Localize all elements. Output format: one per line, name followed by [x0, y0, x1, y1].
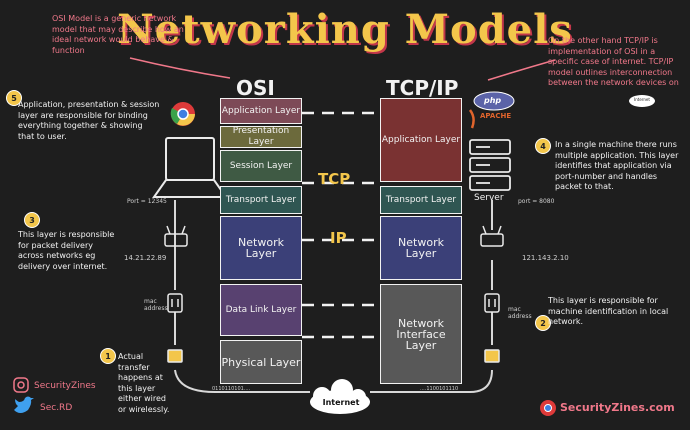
- router-icon-right: [480, 225, 504, 247]
- bits-left-label: 0110110101....: [212, 386, 251, 392]
- app-layers-note: Application, presentation & session laye…: [18, 100, 160, 141]
- network-card-icon-left: [167, 293, 183, 313]
- tcpip-definition-text: On the other hand TCP/IP is implementati…: [548, 36, 679, 87]
- apache-logo-label: APACHE: [480, 112, 512, 120]
- actual-transfer-note: Actual transfer happens at this layer ei…: [118, 352, 170, 414]
- tcpip-definition-cloud-label: Internet: [634, 97, 650, 102]
- network-card-icon-right: [484, 293, 500, 313]
- php-logo-label: php: [484, 96, 502, 105]
- packet-delivery-note: This layer is responsible for packet del…: [18, 230, 115, 271]
- laptop-icon: [152, 137, 228, 198]
- router-icon-left: [164, 225, 188, 247]
- osi-heading: OSI: [236, 76, 275, 100]
- badge-4: 4: [535, 138, 551, 154]
- chrome-icon: [170, 102, 195, 126]
- osi-physical-layer: Physical Layer: [220, 340, 302, 384]
- badge-1: 1: [100, 348, 116, 364]
- port-right-label: port = 8080: [518, 198, 555, 205]
- tcpip-network-interface-layer: Network Interface Layer: [380, 284, 462, 384]
- machine-identification-note: This layer is responsible for machine id…: [548, 296, 669, 326]
- apache-feather-icon: [468, 109, 475, 129]
- ip-protocol-label: IP: [330, 229, 347, 247]
- osi-definition-note: OSI Model is a generic network model tha…: [52, 14, 184, 55]
- peer-dashed-lines: [302, 111, 380, 339]
- internet-cloud-icon: [310, 379, 370, 414]
- ip-left-label: 14.21.22.89: [124, 254, 167, 262]
- badge-2: 2: [535, 315, 551, 331]
- osi-presentation-layer: Presentation Layer: [220, 126, 302, 148]
- osi-note-arrow: [129, 57, 231, 79]
- tcpip-heading: TCP/IP: [386, 76, 459, 100]
- osi-application-layer: Application Layer: [220, 98, 302, 124]
- internet-cloud-label: Internet: [322, 398, 360, 407]
- port-left-label: Port = 12345: [127, 198, 167, 205]
- tcp-protocol-label: TCP: [318, 170, 351, 188]
- osi-data-link-layer: Data Link Layer: [220, 284, 302, 336]
- badge-5: 5: [6, 90, 22, 106]
- server-label: Server: [474, 193, 504, 203]
- single-machine-note: In a single machine there runs multiple …: [555, 140, 679, 191]
- connector-icon-right: [484, 349, 500, 363]
- page-title: Networking Models: [117, 6, 573, 53]
- ip-right-label: 121.143.2.10: [522, 254, 569, 262]
- instagram-icon: [13, 377, 29, 393]
- osi-transport-layer: Transport Layer: [220, 186, 302, 214]
- tcpip-note-arrow: [487, 59, 556, 81]
- mac-left-label: mac address: [144, 298, 168, 312]
- tcpip-definition-note: On the other hand TCP/IP is implementati…: [548, 36, 682, 89]
- tcpip-application-layer: Application Layer: [380, 98, 462, 182]
- connector-icon-left: [167, 349, 183, 363]
- server-icon: [469, 139, 511, 191]
- osi-network-layer: Network Layer: [220, 216, 302, 280]
- twitter-handle[interactable]: Sec.RD: [40, 403, 73, 413]
- tcpip-network-layer: Network Layer: [380, 216, 462, 280]
- bits-right-label: ....1100101110: [420, 386, 459, 392]
- mac-right-label: mac address: [508, 306, 532, 320]
- tcpip-transport-layer: Transport Layer: [380, 186, 462, 214]
- instagram-handle[interactable]: SecurityZines: [34, 381, 96, 391]
- brand-website[interactable]: SecurityZines.com: [560, 401, 675, 414]
- badge-3: 3: [24, 212, 40, 228]
- small-cloud-icon: [629, 95, 655, 107]
- brand-chrome-icon: [540, 400, 556, 416]
- twitter-icon: [14, 396, 34, 413]
- osi-session-layer: Session Layer: [220, 150, 302, 182]
- php-logo: [473, 91, 515, 111]
